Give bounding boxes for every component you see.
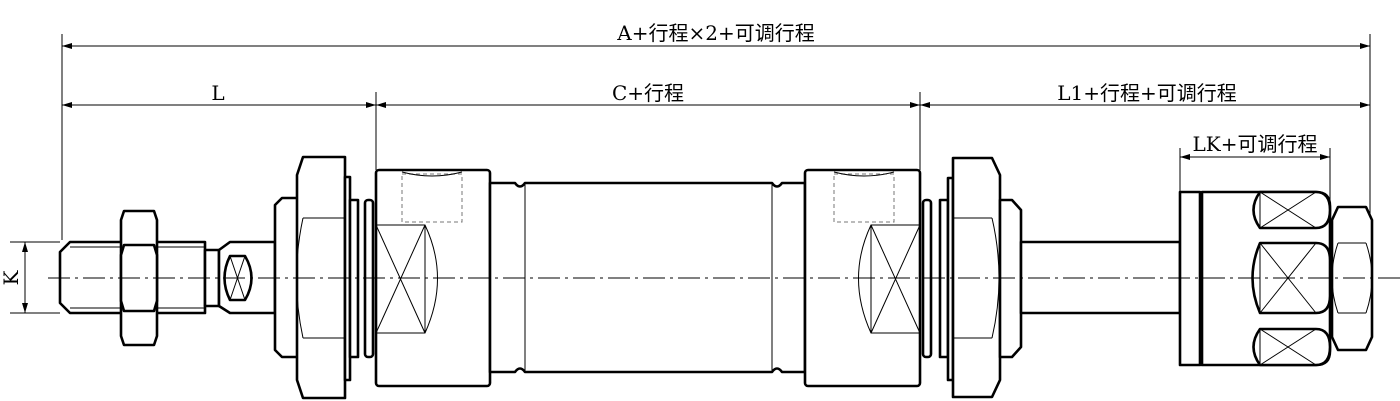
dimension-adjust-label: LK+可调行程	[1193, 132, 1318, 156]
dimension-overall-label: A+行程×2+可调行程	[616, 21, 814, 45]
rod-neck	[203, 240, 277, 315]
dimension-center-label: C+行程	[612, 81, 684, 105]
dimension-thread-label: K	[0, 269, 23, 285]
right-washers	[921, 176, 955, 382]
dimension-right-label: L1+行程+可调行程	[1057, 81, 1237, 105]
dimension-left-label: L	[211, 81, 224, 105]
dimension-right: L1+行程+可调行程	[920, 81, 1370, 108]
dimension-thread: K	[0, 242, 28, 313]
dimension-overall: A+行程×2+可调行程	[62, 21, 1370, 49]
dimension-center: C+行程	[376, 81, 920, 108]
dimension-adjust: LK+可调行程	[1180, 132, 1330, 160]
dimension-left: L	[62, 81, 376, 108]
